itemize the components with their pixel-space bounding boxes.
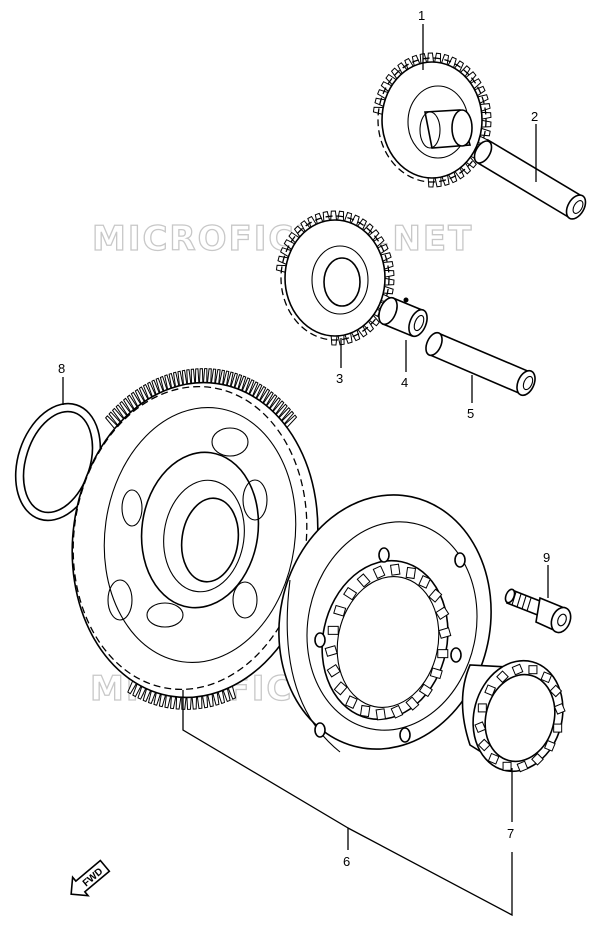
part-2-shaft[interactable] bbox=[471, 138, 589, 222]
part-7-needle-bearing[interactable] bbox=[461, 651, 575, 782]
callout-9: 9 bbox=[543, 550, 550, 565]
callout-3: 3 bbox=[336, 371, 343, 386]
part-3-idle-gear[interactable] bbox=[275, 210, 395, 346]
callout-4: 4 bbox=[401, 375, 408, 390]
part-8-washer[interactable] bbox=[1, 393, 114, 532]
part-4-bushing[interactable] bbox=[375, 295, 430, 339]
callout-7: 7 bbox=[507, 826, 514, 841]
callout-5: 5 bbox=[467, 406, 474, 421]
callout-1: 1 bbox=[418, 8, 425, 23]
fwd-arrow: FWD bbox=[70, 859, 111, 897]
callouts: 1 2 3 4 5 6 7 8 9 bbox=[58, 8, 550, 869]
leader-lines bbox=[62, 24, 549, 917]
part-1-idle-gear[interactable] bbox=[372, 52, 492, 188]
callout-6: 6 bbox=[343, 854, 350, 869]
part-9-bolt[interactable] bbox=[504, 588, 575, 635]
callout-2: 2 bbox=[531, 109, 538, 124]
callout-8: 8 bbox=[58, 361, 65, 376]
part-6-starter-clutch-gear[interactable] bbox=[52, 367, 514, 769]
part-5-shaft[interactable] bbox=[423, 330, 539, 398]
